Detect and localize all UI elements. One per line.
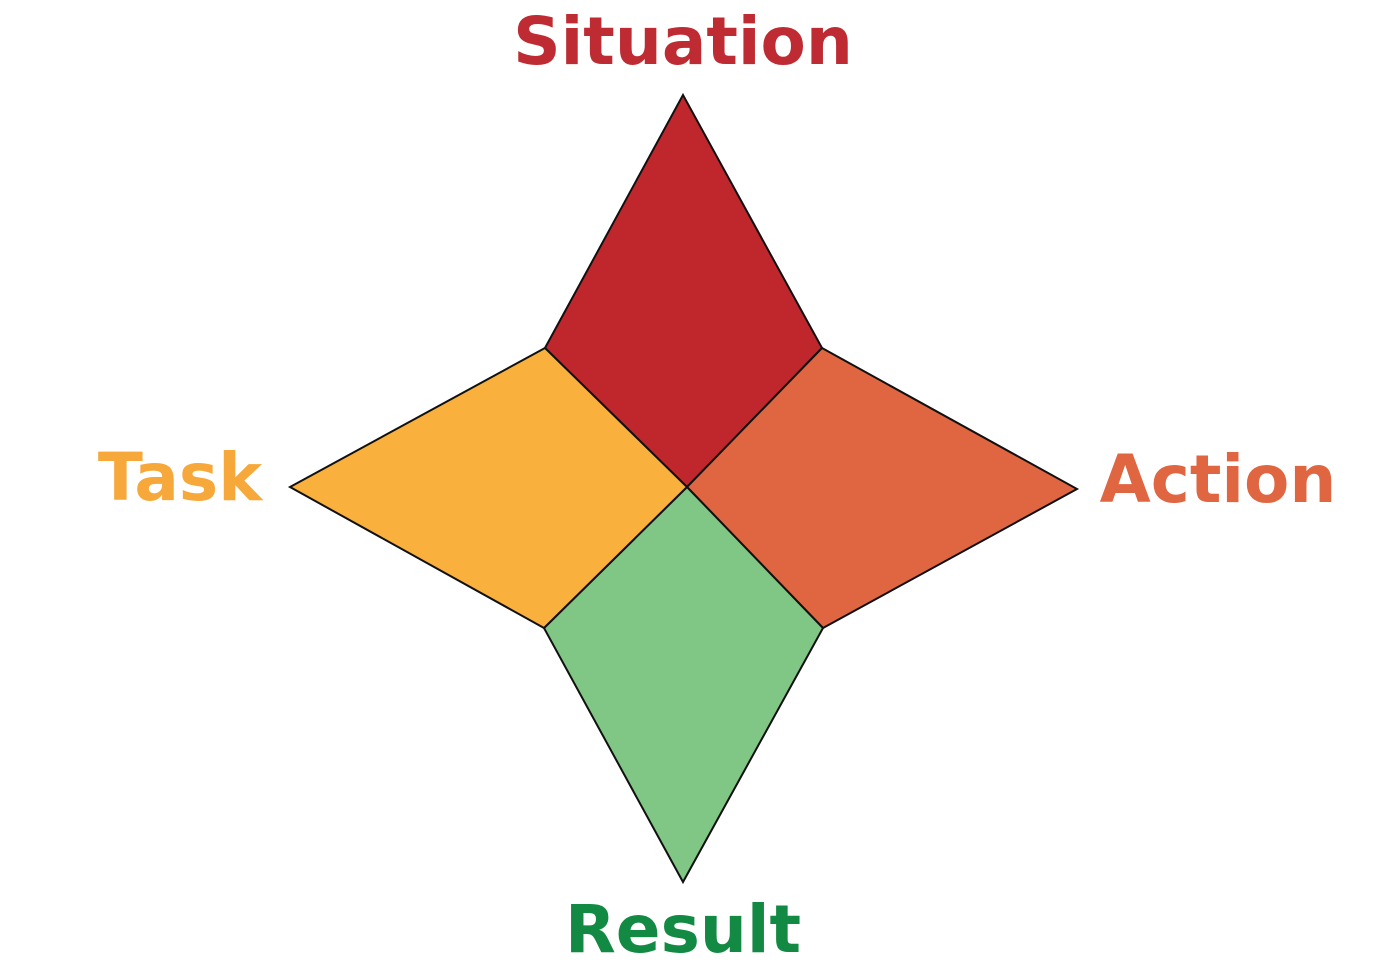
task-label: Task: [98, 439, 264, 516]
action-label: Action: [1100, 441, 1337, 518]
situation-label: Situation: [513, 3, 853, 80]
result-label: Result: [565, 891, 801, 968]
task-segment: [287, 346, 689, 630]
